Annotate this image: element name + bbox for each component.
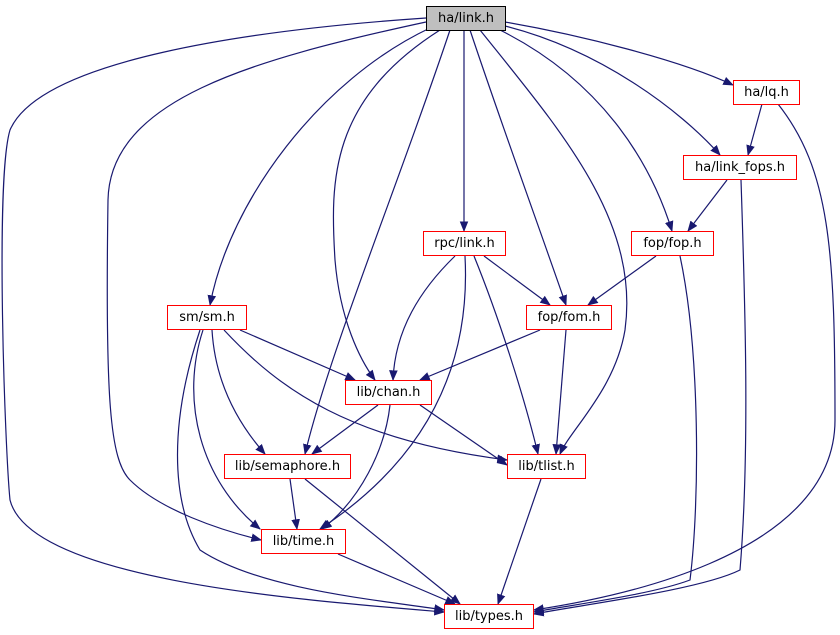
edge-link-fom <box>469 29 567 307</box>
edge-fop-fom <box>587 255 657 306</box>
node-lib-tlist[interactable]: lib/tlist.h <box>507 454 586 479</box>
edge-link-semaphore <box>303 29 451 456</box>
node-rpc-link[interactable]: rpc/link.h <box>423 231 506 256</box>
node-sm-sm[interactable]: sm/sm.h <box>167 305 247 330</box>
edge-fop-types <box>532 255 698 615</box>
edge-sm-semaphore <box>211 329 266 455</box>
edge-time-types <box>337 553 456 605</box>
edge-link-types <box>1 17 446 616</box>
edge-link-tlist <box>479 29 628 455</box>
edge-fom-tlist <box>552 329 567 456</box>
edge-lq-linkfops <box>746 103 763 157</box>
edge-link-fop <box>499 29 674 233</box>
node-fop-fop[interactable]: fop/fop.h <box>631 231 714 256</box>
node-lib-semaphore[interactable]: lib/semaphore.h <box>224 454 351 479</box>
edge-lq-types <box>532 103 836 613</box>
node-lib-time[interactable]: lib/time.h <box>261 529 346 554</box>
edge-fom-chan <box>419 329 541 381</box>
edge-linkfops-types <box>532 179 747 617</box>
edge-link-time <box>106 21 427 542</box>
node-lib-chan[interactable]: lib/chan.h <box>345 380 432 405</box>
node-ha-link[interactable]: ha/link.h <box>426 6 506 31</box>
edge-chan-semaphore <box>311 404 379 455</box>
edge-tlist-types <box>497 478 542 606</box>
node-ha-lq[interactable]: ha/lq.h <box>733 80 800 105</box>
edge-semaphore-types <box>304 478 461 605</box>
edge-chan-tlist <box>419 404 508 466</box>
node-lib-types[interactable]: lib/types.h <box>444 604 534 629</box>
edge-rpc-time <box>319 255 467 530</box>
edge-link-linkfops <box>504 25 721 156</box>
edge-linkfops-fop <box>687 179 728 232</box>
edge-sm-time <box>193 329 261 530</box>
edge-rpc-tlist <box>473 255 540 456</box>
edge-chan-time <box>321 404 391 530</box>
node-fop-fom[interactable]: fop/fom.h <box>526 305 612 330</box>
edge-link-sm <box>207 27 431 307</box>
edge-sm-types <box>176 329 446 613</box>
edge-sm-chan <box>239 329 356 381</box>
edge-rpc-chan <box>389 255 456 382</box>
node-ha-link-fops[interactable]: ha/link_fops.h <box>683 155 797 180</box>
edge-link-chan <box>332 29 441 381</box>
edge-sm-tlist <box>223 329 509 464</box>
edge-link-lq <box>504 21 734 86</box>
edge-semaphore-time <box>289 478 300 531</box>
edge-rpc-fom <box>483 255 551 306</box>
